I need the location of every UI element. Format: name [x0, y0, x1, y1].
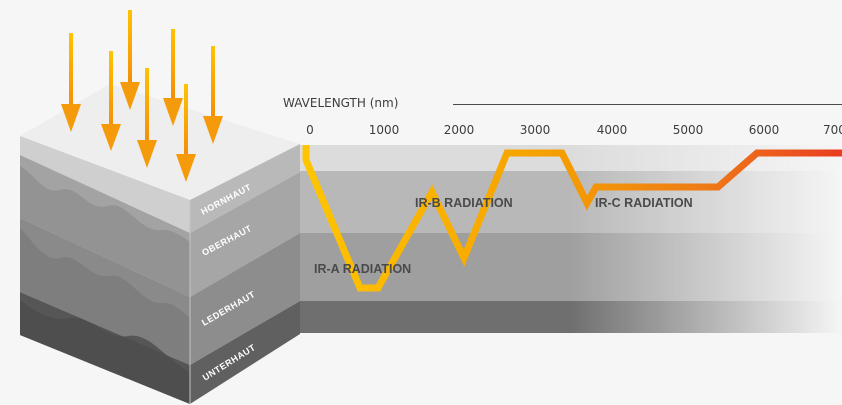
arrow-down-icon — [120, 10, 140, 110]
arrow-down-icon — [101, 51, 121, 151]
tissue-wave — [20, 166, 190, 297]
face-hornhaut — [190, 144, 300, 233]
tissue-wave — [20, 228, 190, 365]
tick-label: 0 — [306, 123, 314, 137]
tick-label: 1000 — [369, 123, 400, 137]
band-label-ir-c: IR-C RADIATION — [595, 196, 693, 210]
penetration-depth-line — [302, 145, 842, 292]
tick-label: 700 — [823, 123, 842, 137]
tick-label: 6000 — [749, 123, 780, 137]
tick-label: 4000 — [597, 123, 628, 137]
skin-top-face — [20, 84, 300, 200]
arrow-down-icon — [176, 84, 196, 182]
tissue-wave — [20, 300, 190, 404]
band-label-ir-a: IR-A RADIATION — [314, 262, 411, 276]
wavelength-axis: WAVELENGTH (nm) 0 1000 2000 3000 4000 50… — [283, 96, 842, 137]
arrow-down-icon — [137, 68, 157, 168]
face-lederhaut — [190, 233, 300, 365]
tick-label: 3000 — [520, 123, 551, 137]
skin-block: HORNHAUT OBERHAUT LEDERHAUT UNTERHAUT — [20, 84, 300, 404]
arrow-down-icon — [203, 46, 223, 144]
band-oberhaut — [300, 171, 842, 233]
left-hornhaut — [20, 136, 190, 233]
band-oberhaut-top — [300, 154, 842, 172]
sun-rays — [61, 10, 223, 182]
skin-layer-bands — [300, 145, 842, 333]
band-label-ir-b: IR-B RADIATION — [415, 196, 513, 210]
arrow-down-icon — [163, 29, 183, 126]
face-oberhaut — [190, 172, 300, 297]
band-unterhaut — [300, 301, 842, 333]
face-unterhaut — [190, 301, 300, 404]
tick-label: 2000 — [444, 123, 475, 137]
tick-label: 5000 — [673, 123, 704, 137]
axis-title: WAVELENGTH (nm) — [283, 96, 398, 110]
arrow-down-icon — [61, 33, 81, 132]
